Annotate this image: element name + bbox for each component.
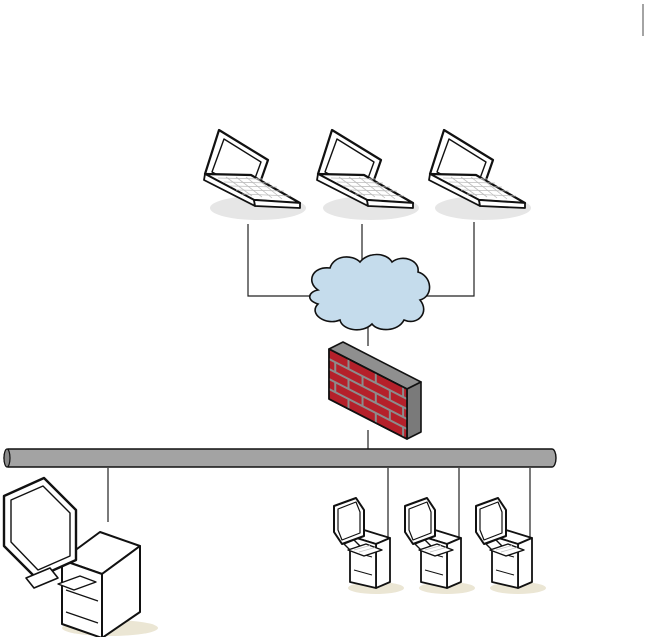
laptop-icon-2 — [317, 130, 419, 220]
firewall-icon — [329, 342, 421, 439]
network-bus — [4, 449, 556, 467]
workstation-main-icon — [4, 478, 158, 637]
workstation-icon-3 — [476, 498, 546, 594]
workstation-icon-2 — [405, 498, 475, 594]
laptop-icon-1 — [204, 130, 306, 220]
cloud-icon — [310, 255, 430, 330]
workstation-icon-1 — [334, 498, 404, 594]
laptop-icon-3 — [429, 130, 531, 220]
